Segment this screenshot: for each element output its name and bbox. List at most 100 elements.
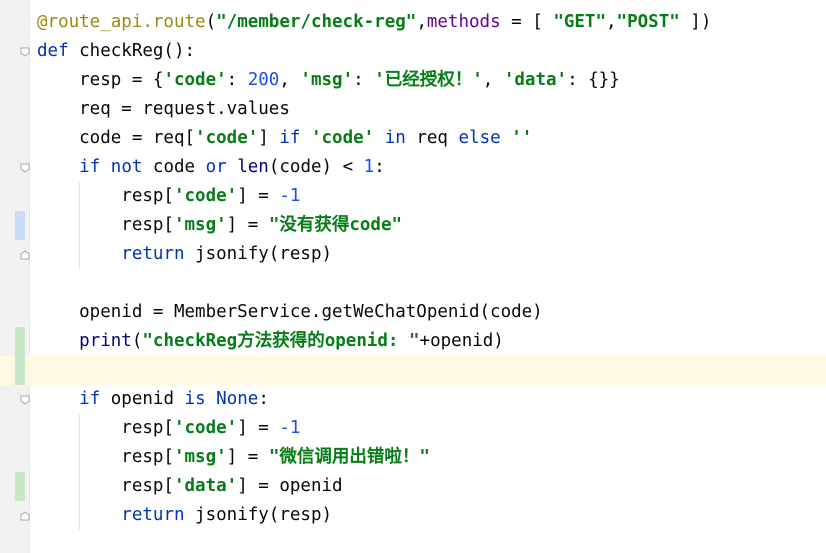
code-line-text: resp = {'code': 200, 'msg': '已经授权！', 'da… [37,66,620,95]
indent-guide [79,414,81,530]
code-line[interactable]: req = request.values [0,95,826,124]
code-line-text: req = request.values [37,95,290,124]
code-token: , [606,12,617,32]
code-line[interactable]: resp['msg'] = "微信调用出错啦！" [0,443,826,472]
code-token: "checkReg [142,331,238,351]
code-token: req = request.values [37,99,290,119]
code-token: resp[ [37,215,174,235]
code-line-text: if not code or len(code) < 1: [37,153,385,182]
code-token: if [79,389,101,409]
code-token: def [37,41,69,61]
code-line[interactable]: resp['data'] = openid [0,472,826,501]
code-token: " [268,215,280,235]
code-token [374,128,385,148]
code-line[interactable]: def checkReg(): [0,37,826,66]
code-line[interactable]: resp['msg'] = "没有获得code" [0,211,826,240]
code-token [501,128,512,148]
code-token: " [419,447,430,467]
code-token: 200 [247,70,280,90]
code-token: ] = [237,186,280,206]
code-token: "POST" [616,12,680,32]
code-line-text: resp['data'] = openid [37,472,342,501]
code-token [37,157,79,177]
code-line[interactable]: resp['code'] = -1 [0,414,826,443]
code-token: 'code' [310,128,375,148]
code-token: ( [205,12,217,32]
code-token: ' [374,70,385,90]
code-token: : [374,157,385,177]
code-line[interactable]: return jsonify(resp) [0,501,826,530]
code-token: resp = { [37,70,164,90]
code-token: if [79,157,101,177]
code-line-text: resp['code'] = -1 [37,414,300,443]
vcs-added-marker[interactable] [15,327,25,356]
fold-open-icon[interactable] [20,163,30,173]
vcs-modified-marker[interactable] [15,211,25,240]
code-token: code" [349,215,403,235]
code-line-text: print("checkReg方法获得的openid: "+openid) [37,327,504,356]
code-token: : [226,70,248,90]
code-token: req [405,128,459,148]
code-token: in [384,128,406,148]
code-token: not [110,157,143,177]
code-token: , [482,70,504,90]
code-token: or [205,157,227,177]
code-line[interactable]: resp = {'code': 200, 'msg': '已经授权！', 'da… [0,66,826,95]
fold-open-icon[interactable] [20,395,30,405]
code-token: print [79,331,132,351]
code-token [300,128,311,148]
code-token: openid = MemberService.getWeChatOpenid(c… [37,302,543,322]
code-line[interactable]: if not code or len(code) < 1: [0,153,826,182]
code-token: 'code' [163,70,227,90]
code-token: 方法获得的 [237,331,325,351]
code-line[interactable]: @route_api.route("/member/check-reg",met… [0,8,826,37]
code-token: ] = [237,418,280,438]
vcs-added-marker[interactable] [15,472,25,501]
code-token: -1 [279,186,301,206]
code-token: jsonify(resp) [184,505,333,525]
code-token: " [268,447,280,467]
code-line[interactable]: return jsonify(resp) [0,240,826,269]
code-token: 'msg' [300,70,354,90]
code-token: "GET" [553,12,606,32]
code-token: code = req[ [37,128,196,148]
code-token: "/member/check-reg" [216,12,417,32]
fold-open-icon[interactable] [20,47,30,57]
code-line[interactable]: code = req['code'] if 'code' in req else… [0,124,826,153]
code-token: 'msg' [173,215,227,235]
code-line[interactable]: if openid is None: [0,385,826,414]
code-line[interactable]: print("checkReg方法获得的openid: "+openid) [0,327,826,356]
fold-close-icon[interactable] [20,250,30,260]
code-line[interactable]: openid = MemberService.getWeChatOpenid(c… [0,298,826,327]
code-line[interactable] [0,356,826,385]
code-line-text: return jsonify(resp) [37,240,332,269]
code-line-text: def checkReg(): [37,37,195,66]
code-token: jsonify(resp) [184,244,333,264]
code-token [206,389,217,409]
code-line-text: @route_api.route("/member/check-reg",met… [37,8,711,37]
code-token: ' [472,70,483,90]
code-token: ] = [226,447,269,467]
code-line-text: resp['msg'] = "微信调用出错啦！" [37,443,430,472]
code-token: checkReg(): [68,41,196,61]
code-line[interactable]: resp['code'] = -1 [0,182,826,211]
code-token: return [121,244,185,264]
code-token [227,157,238,177]
fold-close-icon[interactable] [20,511,30,521]
code-token: else [458,128,501,148]
vcs-added-marker[interactable] [15,356,25,385]
code-token: 'code' [173,418,238,438]
code-line-text: openid = MemberService.getWeChatOpenid(c… [37,298,543,327]
code-line-text: if openid is None: [37,385,269,414]
code-token: None [216,389,259,409]
code-token [37,389,79,409]
code-line-text: code = req['code'] if 'code' in req else… [37,124,532,153]
code-token: ( [131,331,143,351]
code-token: ] [258,128,280,148]
code-token: 'data' [503,70,568,90]
editor-gutter[interactable] [0,0,30,553]
code-token: resp[ [37,476,174,496]
code-line[interactable] [0,269,826,298]
code-token: return [121,505,185,525]
